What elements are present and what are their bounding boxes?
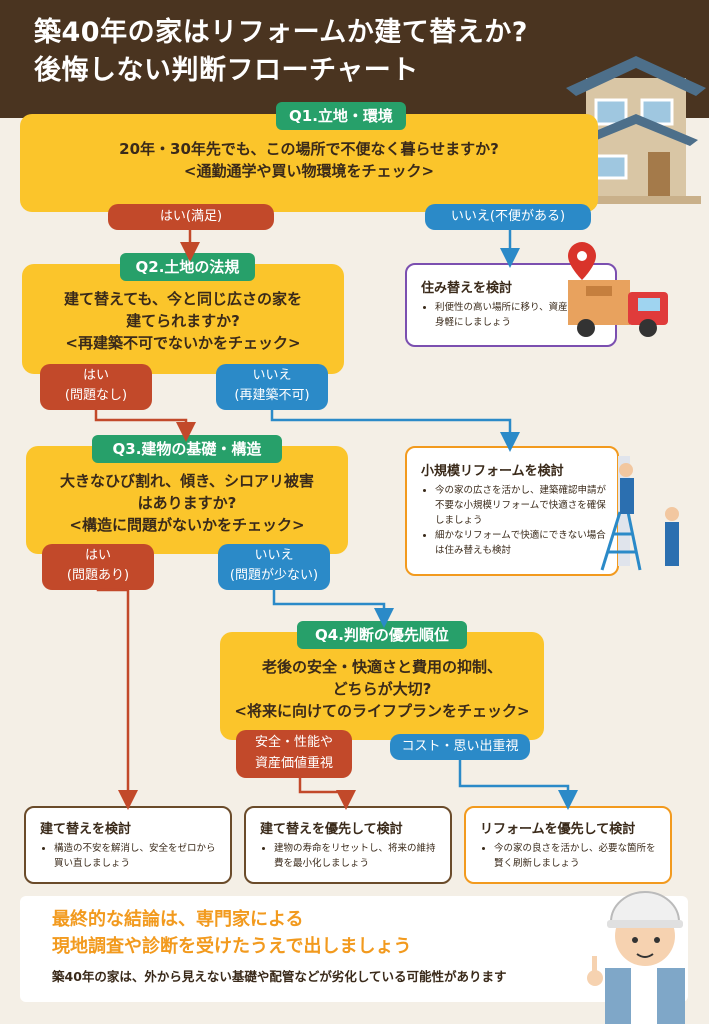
q4-box: [220, 632, 544, 740]
q3-line-2: はありますか?: [137, 494, 237, 512]
q1-box: [20, 114, 598, 212]
q4-option-b-pill: コスト・思い出重視: [390, 734, 530, 760]
q3-question: 大きなひび割れ、傾き、シロアリ被害 はありますか? <構造に問題がないかをチェッ…: [26, 470, 348, 536]
q4-line-3: <将来に向けてのライフプランをチェック>: [234, 702, 530, 720]
q3-yes-connector: [96, 588, 138, 810]
title-line-1: 築40年の家はリフォームか建て替えか?: [34, 17, 528, 48]
q3-no-connector: [272, 588, 394, 628]
q2-question: 建て替えても、今と同じ広さの家を 建てられますか? <再建築不可でないかをチェッ…: [22, 288, 344, 354]
conclusion-line-2: 現地調査や診断を受けたうえで出しましょう: [52, 936, 412, 957]
move-result-title: 住み替えを検討: [421, 281, 513, 296]
q4-option-a-connector: [298, 776, 356, 810]
reform-priority-title: リフォームを優先して検討: [480, 822, 636, 837]
q2-label: Q2.土地の法規: [120, 253, 255, 281]
q2-yes-connector: [94, 408, 196, 442]
q3-yes-pill: はい (問題あり): [42, 544, 154, 590]
q3-no-line-2: (問題が少ない): [229, 568, 319, 583]
q2-yes-line-1: はい: [82, 368, 109, 383]
conclusion-subtext: 築40年の家は、外から見えない基礎や配管などが劣化している可能性があります: [52, 969, 507, 984]
q2-no-pill: いいえ (再建築不可): [216, 364, 328, 410]
move-result-bullet: 利便性の高い場所に移り、資産を身軽にしましょう: [435, 300, 585, 330]
q3-line-3: <構造に問題がないかをチェック>: [69, 516, 305, 534]
rebuild-priority-result-box: 建て替えを優先して検討 建物の寿命をリセットし、将来の維持費を最小化しましょう: [244, 806, 452, 884]
small-reform-bullet-2: 細かなリフォームで快適にできない場合は住み替えも検討: [435, 528, 607, 558]
q1-no-pill: いいえ(不便がある): [425, 204, 591, 230]
rebuild-priority-bullet: 建物の寿命をリセットし、将来の維持費を最小化しましょう: [274, 841, 444, 871]
q1-question: 20年・30年先でも、この場所で不便なく暮らせますか? <通勤通学や買い物環境を…: [20, 138, 598, 182]
q4-option-b-connector: [458, 760, 578, 810]
q4-option-a-line-2: 資産価値重視: [254, 756, 333, 771]
conclusion-box: 最終的な結論は、専門家による 現地調査や診断を受けたうえで出しましょう 築40年…: [20, 896, 688, 1002]
rebuild-result-box: 建て替えを検討 構造の不安を解消し、安全をゼロから買い直しましょう: [24, 806, 232, 884]
q1-line-2: <通勤通学や買い物環境をチェック>: [183, 162, 435, 180]
q2-line-3: <再建築不可でないかをチェック>: [65, 334, 301, 352]
q3-no-line-1: いいえ: [254, 548, 294, 563]
q1-yes-pill: はい(満足): [108, 204, 274, 230]
truck-illustration: [568, 242, 668, 337]
q4-line-1: 老後の安全・快適さと費用の抑制、: [261, 658, 502, 676]
q2-no-line-1: いいえ: [252, 368, 292, 383]
q2-box: [22, 264, 344, 374]
q3-box: [26, 446, 348, 554]
q2-no-line-2: (再建築不可): [234, 388, 310, 403]
q2-line-1: 建て替えても、今と同じ広さの家を: [63, 290, 303, 308]
small-reform-title: 小規模リフォームを検討: [421, 464, 564, 479]
small-reform-bullet-1: 今の家の広さを活かし、建築確認申請が不要な小規模リフォームで快適さを確保しましょ…: [435, 483, 607, 528]
ladder-workers-illustration: [600, 456, 679, 571]
conclusion-heading: 最終的な結論は、専門家による 現地調査や診断を受けたうえで出しましょう: [52, 906, 688, 960]
rebuild-priority-title: 建て替えを優先して検討: [260, 822, 403, 837]
q4-label: Q4.判断の優先順位: [297, 621, 467, 649]
small-reform-result-box: 小規模リフォームを検討 今の家の広さを活かし、建築確認申請が不要な小規模リフォー…: [405, 446, 619, 576]
q4-question: 老後の安全・快適さと費用の抑制、 どちらが大切? <将来に向けてのライフプランを…: [220, 656, 544, 722]
q4-option-a-line-1: 安全・性能や: [254, 735, 333, 750]
q4-option-a-pill: 安全・性能や 資産価値重視: [236, 730, 352, 778]
reform-priority-bullet: 今の家の良さを活かし、必要な箇所を賢く刷新しましょう: [494, 841, 664, 871]
q2-line-2: 建てられますか?: [126, 312, 240, 330]
q3-no-pill: いいえ (問題が少ない): [218, 544, 330, 590]
q2-yes-line-2: (問題なし): [64, 388, 128, 403]
title-line-2: 後悔しない判断フローチャート: [34, 55, 419, 86]
q3-yes-line-1: はい: [84, 548, 111, 563]
q4-line-2: どちらが大切?: [332, 680, 432, 698]
rebuild-result-bullet: 構造の不安を解消し、安全をゼロから買い直しましょう: [54, 841, 224, 871]
q1-line-1: 20年・30年先でも、この場所で不便なく暮らせますか?: [119, 140, 499, 158]
location-pin-icon: [568, 242, 596, 280]
house-illustration: [566, 56, 706, 204]
page-title: 築40年の家はリフォームか建て替えか? 後悔しない判断フローチャート: [34, 14, 528, 90]
helmet-worker-illustration: [587, 891, 685, 1024]
conclusion-line-1: 最終的な結論は、専門家による: [52, 909, 304, 930]
rebuild-result-title: 建て替えを検討: [40, 822, 132, 837]
q1-label: Q1.立地・環境: [276, 102, 406, 130]
q2-yes-pill: はい (問題なし): [40, 364, 152, 410]
q3-yes-line-2: (問題あり): [66, 568, 130, 583]
q3-line-1: 大きなひび割れ、傾き、シロアリ被害: [59, 472, 315, 490]
q2-no-connector: [270, 408, 520, 452]
